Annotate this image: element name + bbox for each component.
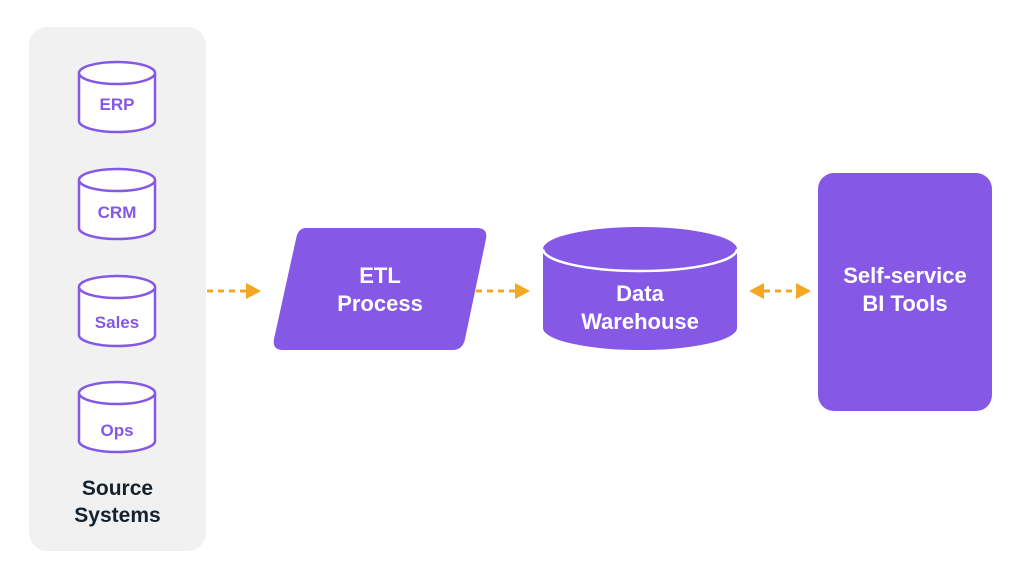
data-warehouse-cylinder[interactable] <box>541 227 739 350</box>
bi-tools-label: Self-service BI Tools <box>818 262 992 318</box>
source-label-erp: ERP <box>100 95 135 114</box>
etl-label-line2: Process <box>337 291 423 316</box>
source-label-ops: Ops <box>100 421 133 440</box>
warehouse-label-line2: Warehouse <box>581 309 699 334</box>
source-cylinder-ops[interactable]: Ops <box>77 380 157 454</box>
source-cylinder-crm[interactable]: CRM <box>77 167 157 241</box>
etl-label-line1: ETL <box>359 263 401 288</box>
source-label-sales: Sales <box>95 313 139 332</box>
bi-tools-label-line2: BI Tools <box>862 291 948 316</box>
source-systems-title-line1: Source <box>81 477 154 500</box>
arrow-etl-to-warehouse <box>476 283 530 299</box>
source-cylinder-sales[interactable]: Sales <box>77 274 157 348</box>
arrow-warehouse-bi-bidirectional <box>749 283 811 299</box>
source-systems-title-line2: Systems <box>74 504 161 527</box>
source-systems-title: Source Systems <box>29 475 206 529</box>
etl-process-shape[interactable] <box>273 228 487 350</box>
source-label-crm: CRM <box>98 203 137 222</box>
bi-tools-label-line1: Self-service <box>843 263 967 288</box>
bi-tools-box[interactable]: Self-service BI Tools <box>818 173 992 411</box>
warehouse-label-line1: Data <box>616 281 664 306</box>
source-cylinder-erp[interactable]: ERP <box>77 60 157 134</box>
arrow-sources-to-etl <box>207 283 261 299</box>
